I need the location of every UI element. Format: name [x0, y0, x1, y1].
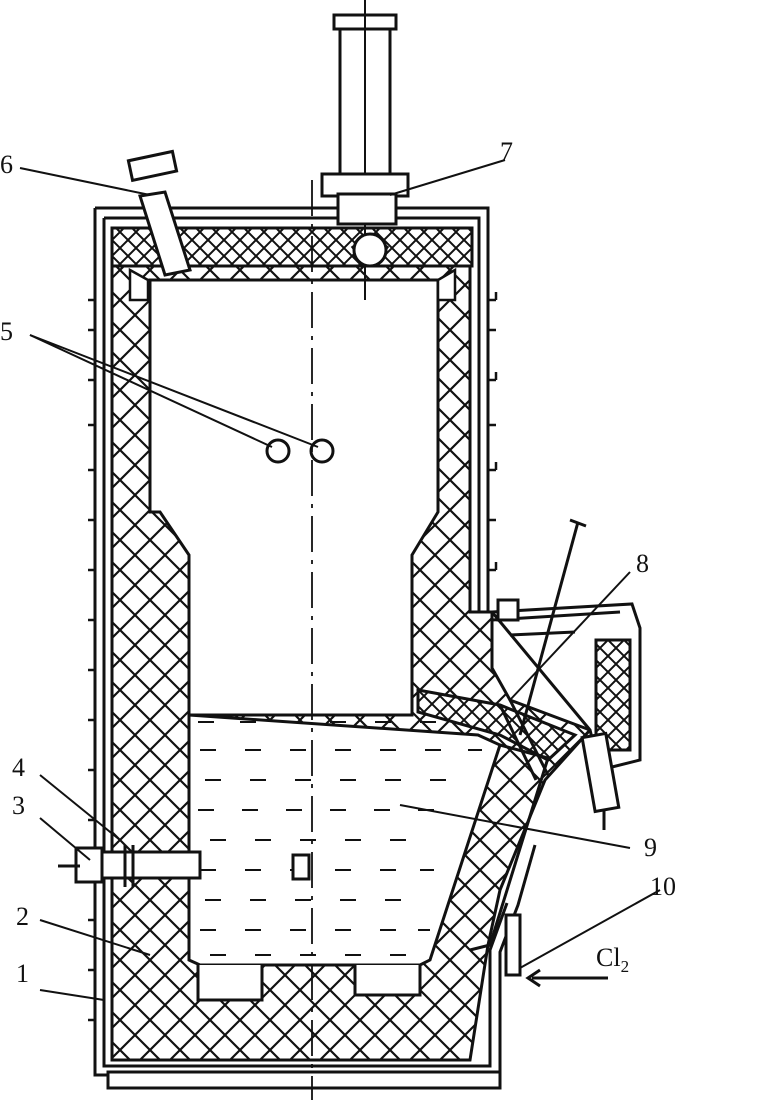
label-1: 1 — [16, 959, 29, 988]
label-8: 8 — [636, 549, 649, 578]
diagonal-probe — [518, 521, 580, 736]
top-electrode-holder — [320, 0, 410, 300]
melt-bath — [187, 713, 502, 967]
label-5: 5 — [0, 317, 13, 346]
probe-tip-bar — [569, 518, 587, 528]
label-3: 3 — [12, 791, 25, 820]
hearth-blocks — [196, 965, 422, 1002]
melt-liquid-dashes — [198, 721, 482, 956]
label-7: 7 — [500, 137, 513, 166]
label-6: 6 — [0, 150, 13, 179]
chamber-top-arch — [128, 267, 457, 302]
chlorine-inlet — [504, 913, 608, 988]
label-cl2-subscript: 2 — [621, 957, 630, 976]
side-condenser — [416, 598, 642, 781]
leader-lines — [19, 159, 661, 1001]
label-2: 2 — [16, 902, 29, 931]
upper-chamber — [148, 278, 440, 717]
label-4: 4 — [12, 753, 25, 782]
tap-channel — [469, 743, 550, 952]
observation-holes — [265, 438, 335, 464]
label-cl2-base: Cl — [596, 943, 621, 972]
bath-sensor-block — [291, 853, 311, 881]
outlet-pipe — [580, 731, 621, 830]
label-9: 9 — [644, 833, 657, 862]
label-10: 10 — [650, 872, 676, 901]
side-electrode-assembly — [58, 845, 202, 887]
charging-pipe — [126, 149, 192, 277]
shell-anchor-studs-right — [488, 292, 498, 572]
label-cl2: Cl2 — [596, 943, 629, 976]
base-plate — [106, 1070, 502, 1090]
